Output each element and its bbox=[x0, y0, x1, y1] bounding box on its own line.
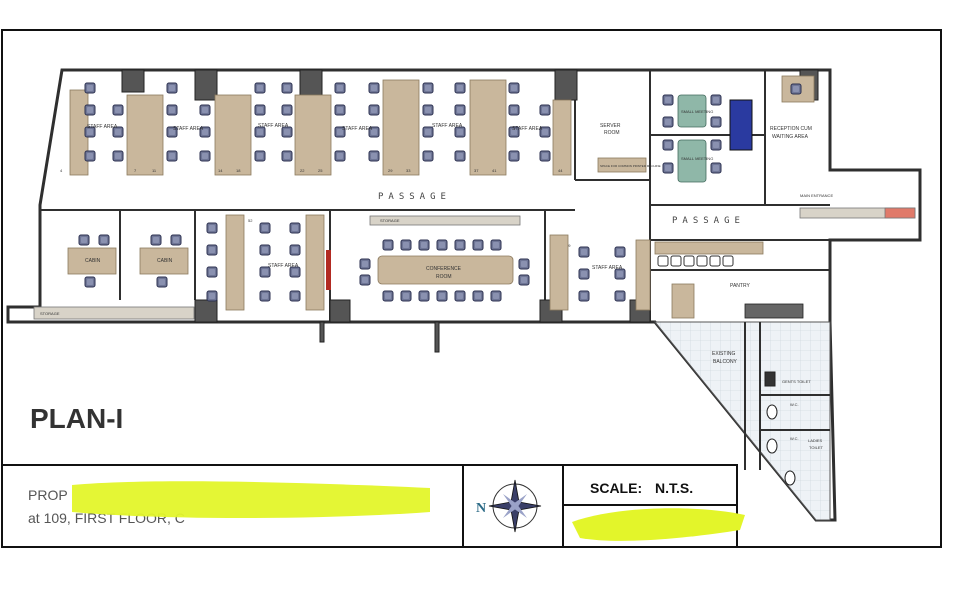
small-meeting-label-2: SMALL MEETING bbox=[681, 156, 713, 161]
cabin-2-desk bbox=[139, 247, 189, 275]
wc-label: W.C. bbox=[790, 402, 799, 407]
scale-label: SCALE: bbox=[590, 480, 642, 496]
title-block bbox=[1, 464, 738, 548]
staff-area-label-4: STAFF AREA bbox=[342, 126, 373, 132]
server-room-label: SERVER bbox=[600, 123, 621, 129]
pantry-stools bbox=[657, 255, 734, 267]
common-printer-desk bbox=[597, 157, 647, 173]
small-meeting-table-2 bbox=[677, 139, 707, 183]
seat-number: 18 bbox=[236, 168, 241, 173]
redaction-mark bbox=[572, 508, 745, 541]
north-label: N bbox=[476, 501, 486, 516]
common-printer-label: SPACE FOR COMMON PRINTER MACHINE bbox=[600, 164, 661, 168]
storage-label: STORAGE bbox=[40, 311, 60, 316]
scale-value: N.T.S. bbox=[655, 480, 693, 496]
storage-red-unit bbox=[884, 207, 916, 219]
passage-label-top: PASSAGE bbox=[378, 192, 451, 202]
staff-area-label-5: STAFF AREA bbox=[432, 123, 463, 129]
storage-red-strip bbox=[326, 250, 331, 290]
cabin-1-label: CABIN bbox=[85, 258, 101, 264]
reception-label: RECEPTION CUM bbox=[770, 126, 812, 132]
storage-units bbox=[33, 207, 916, 320]
balcony-tiled-area bbox=[653, 321, 831, 521]
seat-number: 14 bbox=[218, 168, 223, 173]
server-room-label: ROOM bbox=[604, 130, 620, 136]
seat-number: 29 bbox=[388, 168, 393, 173]
gents-toilet-label: GENTS TOILET bbox=[782, 379, 811, 384]
storage-label: STORAGE bbox=[380, 218, 400, 223]
staff-area-label-3: STAFF AREA bbox=[258, 123, 289, 129]
toilet-walls bbox=[759, 322, 830, 470]
main-entrance-label: MAIN ENTRANCE bbox=[800, 193, 833, 198]
seat-number: 7 bbox=[134, 168, 137, 173]
staff-area-label-1: STAFF AREA bbox=[87, 124, 118, 130]
staff-area-label-7: STAFF AREA bbox=[268, 263, 299, 269]
balcony-label: EXISTING bbox=[712, 351, 735, 357]
ladies-toilet-label: LADIES bbox=[808, 438, 823, 443]
pantry-sink-counter bbox=[744, 303, 804, 319]
conference-label: CONFERENCE bbox=[426, 266, 462, 272]
seat-number: 37 bbox=[474, 168, 479, 173]
conference-label: ROOM bbox=[436, 274, 452, 280]
seat-number: 59 bbox=[566, 243, 571, 248]
seat-number: 11 bbox=[152, 168, 157, 173]
small-meeting-table-1 bbox=[677, 94, 707, 128]
conference-table bbox=[377, 255, 514, 285]
small-meeting-label-1: SMALL MEETING bbox=[681, 109, 713, 114]
reception-screen bbox=[729, 99, 753, 151]
seat-number: 22 bbox=[300, 168, 305, 173]
staff-area-label-8: STAFF AREA bbox=[592, 265, 623, 271]
cabin-1-desk bbox=[67, 247, 117, 275]
redaction-mark bbox=[72, 481, 430, 518]
reception-label: WAITING AREA bbox=[772, 134, 809, 140]
staff-area-label-2: STAFF AREA bbox=[173, 126, 204, 132]
plan-title: PLAN-I bbox=[30, 403, 123, 434]
seat-number: 33 bbox=[406, 168, 411, 173]
address-line-1: PROP bbox=[28, 487, 68, 503]
seat-number: 4 bbox=[60, 168, 63, 173]
top-workstation-desks bbox=[69, 79, 572, 176]
seat-number: 25 bbox=[318, 168, 323, 173]
passage-label-right: PASSAGE bbox=[672, 216, 745, 226]
wc-label: W.C. bbox=[790, 436, 799, 441]
structural-columns bbox=[121, 69, 819, 353]
seat-number: 44 bbox=[558, 168, 563, 173]
building-outline bbox=[6, 68, 922, 522]
pantry-counter bbox=[654, 241, 764, 255]
pantry-table bbox=[671, 283, 695, 319]
bottom-workstation-desks bbox=[225, 214, 651, 311]
seat-number: 41 bbox=[492, 168, 497, 173]
toilet-fixtures bbox=[764, 371, 796, 486]
north-arrow-icon bbox=[488, 479, 542, 533]
seat-number: 52 bbox=[248, 218, 253, 223]
balcony-label: BALCONY bbox=[713, 359, 738, 365]
cabin-2-label: CABIN bbox=[157, 258, 173, 264]
passage-top-floor bbox=[60, 180, 650, 208]
internal-walls bbox=[40, 70, 830, 470]
ladies-toilet-label: TOILET bbox=[809, 445, 823, 450]
pantry-label: PANTRY bbox=[730, 283, 750, 289]
staff-area-label-6: STAFF AREA bbox=[512, 126, 543, 132]
